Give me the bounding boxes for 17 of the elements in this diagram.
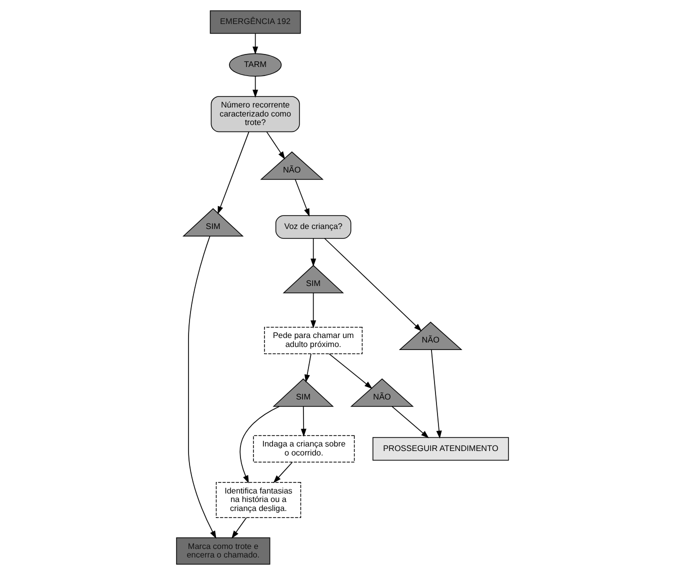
arrow xyxy=(266,131,285,160)
arrow xyxy=(300,406,306,437)
arrow xyxy=(252,33,258,55)
arrow xyxy=(252,76,258,98)
arrow xyxy=(324,238,422,332)
arrow xyxy=(239,406,280,484)
arrow xyxy=(272,462,292,484)
arrow xyxy=(294,179,310,217)
arrow xyxy=(328,353,372,389)
arrow xyxy=(217,132,249,214)
arrow xyxy=(231,517,246,539)
arrow xyxy=(430,349,442,439)
arrow xyxy=(310,238,316,267)
arrow xyxy=(304,354,311,383)
arrow xyxy=(310,292,316,328)
arrow xyxy=(391,406,428,438)
arrow xyxy=(188,236,216,539)
